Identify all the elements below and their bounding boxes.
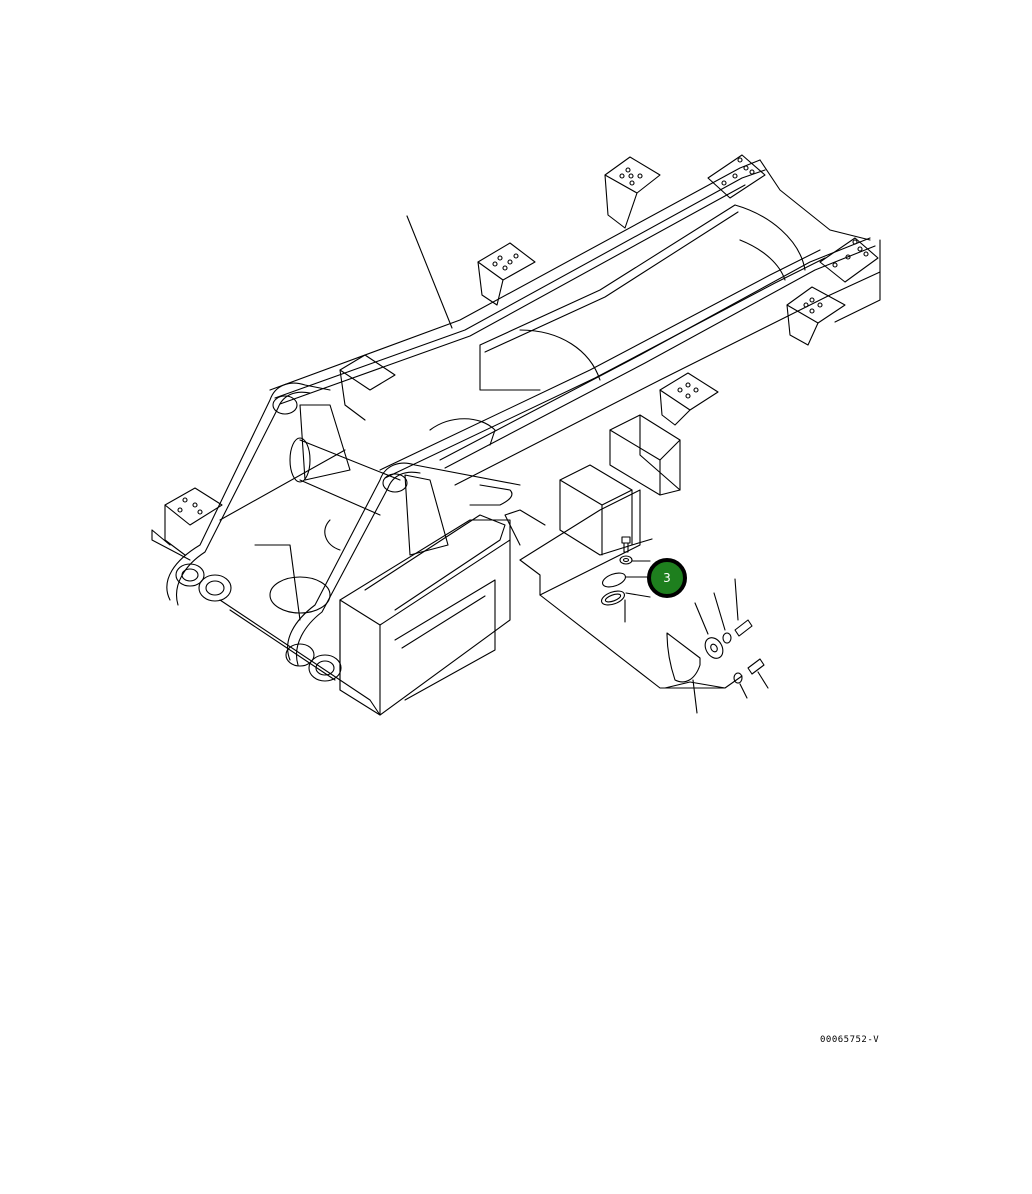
plate-part-a <box>601 572 651 588</box>
bolt-part <box>621 536 653 553</box>
bracket-box <box>559 464 633 556</box>
lower-rails <box>219 449 381 716</box>
front-tower-left <box>166 382 351 606</box>
mounting-pad <box>339 354 396 421</box>
bolt-part-upper <box>734 578 753 637</box>
nut-part <box>733 672 748 699</box>
front-box <box>339 514 511 716</box>
washer-part <box>619 555 651 565</box>
lock-washer-part <box>713 592 732 644</box>
bracket-box <box>609 414 681 496</box>
plate-part-b <box>600 590 651 623</box>
pivot-tube <box>289 437 401 516</box>
mounting-pad <box>786 286 846 346</box>
callout-badge[interactable]: 3 <box>647 558 687 598</box>
mounting-pad <box>477 242 536 306</box>
mounting-pad <box>659 372 719 426</box>
part-number: 00065752-V <box>820 1035 880 1045</box>
inner-web <box>429 204 806 446</box>
wear-plate-part <box>664 632 743 714</box>
front-tower-right <box>285 462 521 682</box>
bolt-part-lower <box>747 658 769 689</box>
mounting-pad <box>707 154 766 199</box>
side-rail-right <box>439 159 881 486</box>
left-pad <box>151 487 223 561</box>
mounting-pad <box>819 237 879 283</box>
leader-main-frame <box>406 215 453 329</box>
mounting-pad <box>604 156 661 229</box>
crossmember-arm <box>504 489 726 689</box>
shim-washer-part <box>694 602 724 659</box>
